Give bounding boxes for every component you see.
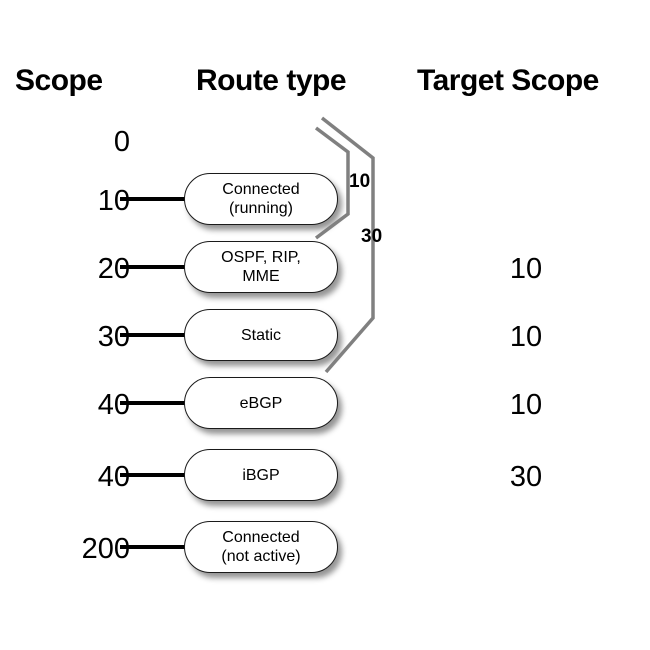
scope-value: 20: [97, 253, 130, 285]
connector-line: [120, 197, 186, 201]
target-scope-value: 30: [509, 461, 543, 493]
route-type-label: iBGP: [242, 466, 280, 484]
route-type-label: Connected (not active): [221, 529, 301, 565]
connector-line: [120, 545, 186, 549]
route-type-box[interactable]: eBGP: [184, 377, 338, 429]
column-header-scope: Scope: [15, 64, 103, 97]
route-type-box[interactable]: Connected (running): [184, 173, 338, 225]
bracket-label-inner: 10: [349, 171, 371, 192]
scope-value: 10: [97, 185, 130, 217]
column-header-target-scope: Target Scope: [417, 64, 599, 97]
route-type-label: Connected (running): [222, 181, 300, 217]
connector-line: [120, 473, 186, 477]
route-type-box[interactable]: Connected (not active): [184, 521, 338, 573]
connector-line: [120, 333, 186, 337]
target-scope-value: 10: [509, 253, 543, 285]
target-scope-value: 10: [509, 389, 543, 421]
scope-value: 40: [97, 389, 130, 421]
scope-value: 30: [97, 321, 130, 353]
scope-value: 0: [113, 126, 130, 158]
bracket-label-outer: 30: [361, 226, 383, 247]
connector-line: [120, 401, 186, 405]
route-type-box[interactable]: OSPF, RIP, MME: [184, 241, 338, 293]
route-type-box[interactable]: iBGP: [184, 449, 338, 501]
target-scope-value: 10: [509, 321, 543, 353]
scope-value: 200: [81, 533, 130, 565]
route-type-label: Static: [240, 326, 281, 344]
route-type-label: OSPF, RIP, MME: [221, 249, 301, 285]
column-header-route-type: Route type: [196, 64, 347, 97]
scope-value: 40: [97, 461, 130, 493]
route-type-box[interactable]: Static: [184, 309, 338, 361]
connector-line: [120, 265, 186, 269]
route-type-label: eBGP: [239, 394, 283, 412]
